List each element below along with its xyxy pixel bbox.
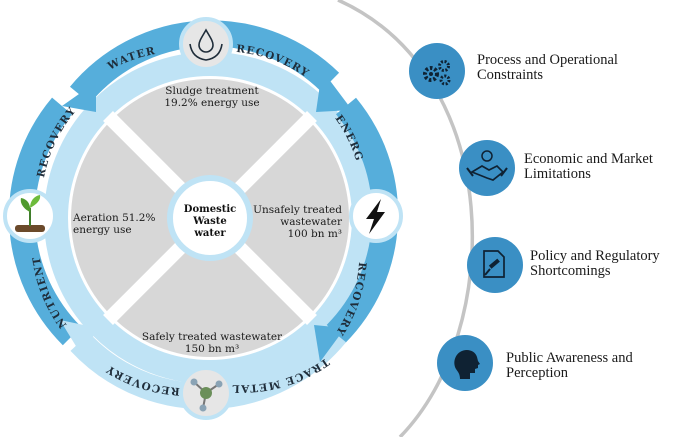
bottom-quadrant-line1: Safely treated wastewater: [142, 331, 283, 343]
arrow-top: [316, 70, 352, 112]
right-quadrant-line1: Unsafely treated: [253, 204, 342, 216]
barrier-label-process: Process and Operational Constraints: [477, 52, 618, 83]
arrow-bottom: [60, 320, 98, 356]
water-drop-hands-icon: [179, 17, 233, 71]
center-circle: [167, 175, 253, 261]
right-quadrant-line2: wastewater: [280, 216, 343, 228]
center-label-line3: water: [193, 228, 226, 239]
left-quadrant-line1: Aeration 51.2%: [72, 212, 155, 224]
center-label-line1: Domestic: [184, 204, 236, 215]
center-label-line2: Waste: [192, 216, 226, 227]
barrier-label-public: Public Awareness and Perception: [506, 350, 633, 381]
top-quadrant-line1: Sludge treatment: [165, 85, 259, 97]
lightning-bolt-icon: [349, 189, 403, 243]
bottom-quadrant-line2: 150 bn m³: [185, 343, 239, 355]
barrier-label-economic: Economic and Market Limitations: [524, 151, 653, 182]
top-quadrant-line2: 19.2% energy use: [164, 97, 259, 109]
handshake-money-icon: [459, 140, 515, 196]
arrow-left: [62, 82, 96, 112]
separator-arc: [337, 0, 475, 439]
left-quadrant-line2: energy use: [73, 224, 132, 236]
arrow-right: [314, 325, 345, 362]
right-quadrant-line3: 100 bn m³: [288, 228, 342, 240]
barrier-label-policy: Policy and Regulatory Shortcomings: [530, 248, 660, 279]
document-gavel-icon: [467, 237, 523, 293]
gears-icon: [409, 43, 465, 99]
molecule-icon: [179, 366, 233, 420]
seedling-icon: [3, 189, 57, 243]
head-profile-icon: [437, 335, 493, 391]
